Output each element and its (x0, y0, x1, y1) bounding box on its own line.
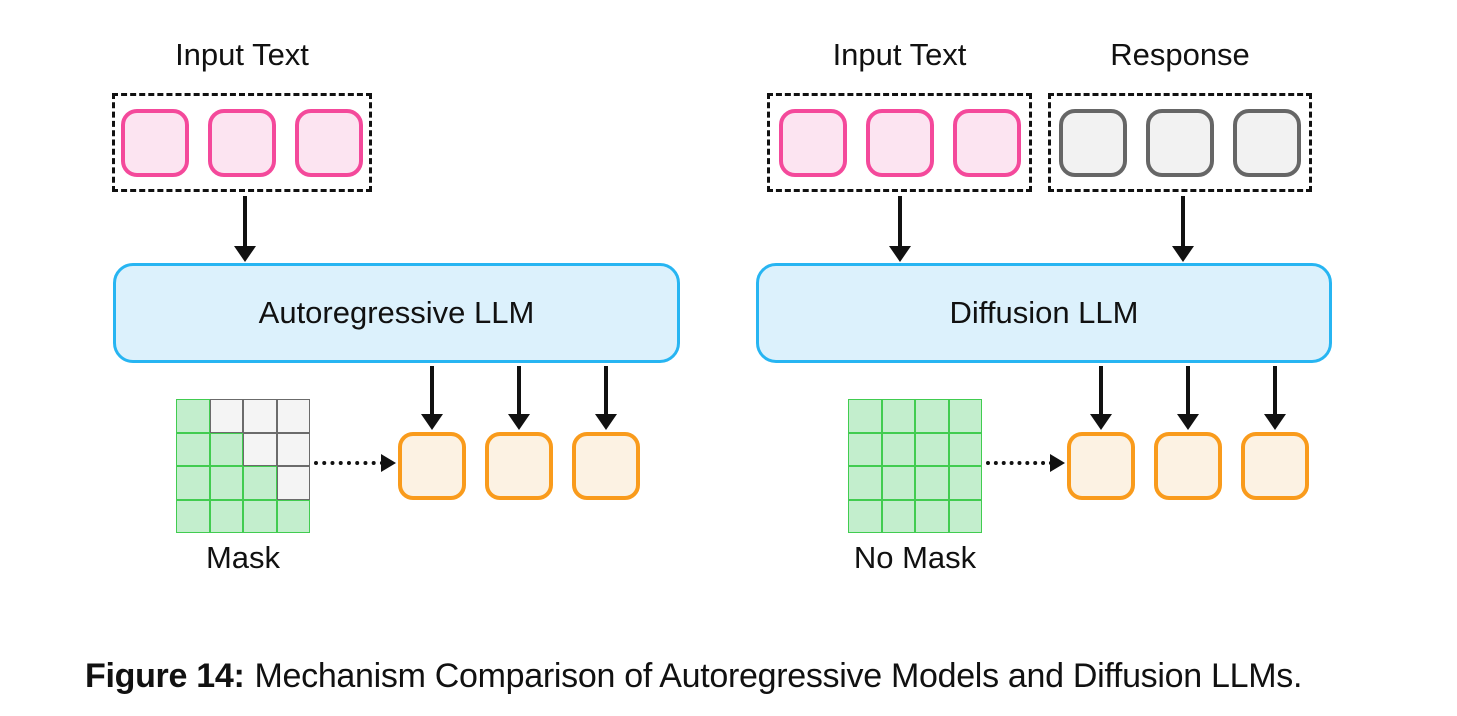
output-token (398, 432, 466, 500)
arrow-right-input-to-model (889, 196, 911, 262)
arrow-head-icon (1090, 414, 1112, 430)
arrow-shaft (243, 196, 247, 249)
figure-caption-number: Figure 14: (85, 657, 245, 695)
arrow-head-icon (1264, 414, 1286, 430)
mask-cell-attend (915, 432, 949, 466)
response-token (1146, 108, 1214, 177)
dotted-arrow-shaft (986, 461, 1053, 465)
output-token (1154, 432, 1222, 500)
left-output-token-row (398, 432, 640, 500)
arrow-right-model-to-output-2 (1177, 366, 1199, 430)
input-token (865, 108, 934, 177)
autoregressive-llm-label: Autoregressive LLM (258, 295, 535, 330)
response-token (1059, 108, 1127, 177)
mask-cell-attend (209, 466, 243, 500)
mask-cell-attend (881, 432, 915, 466)
mask-cell-attend (176, 499, 210, 533)
arrow-left-model-to-output-3 (595, 366, 617, 430)
arrow-right-model-to-output-3 (1264, 366, 1286, 430)
mask-cell-masked (276, 466, 310, 500)
arrow-head-icon (1177, 414, 1199, 430)
mask-cell-masked (209, 399, 243, 433)
mask-cell-masked (276, 399, 310, 433)
arrow-left-model-to-output-2 (508, 366, 530, 430)
mask-cell-attend (848, 499, 882, 533)
causal-mask-grid (176, 399, 310, 533)
left-input-text-label: Input Text (175, 37, 309, 72)
mask-cell-attend (243, 466, 277, 500)
arrow-shaft (1273, 366, 1277, 417)
right-input-text-label: Input Text (832, 37, 967, 72)
arrow-right-response-to-model (1172, 196, 1194, 262)
arrow-head-icon (1050, 454, 1065, 472)
figure-caption-text: Mechanism Comparison of Autoregressive M… (254, 657, 1303, 695)
mask-cell-attend (209, 432, 243, 466)
input-token (208, 108, 276, 177)
arrow-shaft (1099, 366, 1103, 417)
right-output-token-row (1067, 432, 1309, 500)
mask-cell-masked (243, 432, 277, 466)
mask-cell-attend (881, 399, 915, 433)
arrow-head-icon (595, 414, 617, 430)
mask-cell-masked (276, 432, 310, 466)
mask-cell-masked (243, 399, 277, 433)
input-token (121, 108, 189, 177)
no-mask-label: No Mask (853, 540, 977, 575)
input-token (778, 108, 847, 177)
arrow-shaft (898, 196, 902, 249)
arrow-left-input-to-model (234, 196, 256, 262)
diffusion-llm-label: Diffusion LLM (949, 295, 1139, 330)
mask-cell-attend (176, 432, 210, 466)
arrow-head-icon (508, 414, 530, 430)
arrow-right-model-to-output-1 (1090, 366, 1112, 430)
mask-cell-attend (848, 399, 882, 433)
arrow-shaft (430, 366, 434, 417)
mask-cell-attend (209, 499, 243, 533)
dotted-arrow-right-mask-to-output (986, 454, 1065, 472)
mask-cell-attend (243, 499, 277, 533)
mask-cell-attend (176, 466, 210, 500)
no-mask-grid (848, 399, 982, 533)
output-token (1241, 432, 1309, 500)
figure-caption: Figure 14:Mechanism Comparison of Autore… (85, 655, 1302, 697)
arrow-shaft (1181, 196, 1185, 249)
mask-cell-attend (948, 499, 982, 533)
mask-cell-attend (881, 499, 915, 533)
mask-cell-attend (915, 466, 949, 500)
output-token (485, 432, 553, 500)
mask-cell-attend (848, 466, 882, 500)
mask-cell-attend (915, 399, 949, 433)
arrow-shaft (517, 366, 521, 417)
output-token (1067, 432, 1135, 500)
arrow-head-icon (234, 246, 256, 262)
arrow-head-icon (381, 454, 396, 472)
input-token (952, 108, 1021, 177)
mask-cell-attend (915, 499, 949, 533)
dotted-arrow-left-mask-to-output (314, 454, 396, 472)
mask-cell-attend (881, 466, 915, 500)
mask-cell-attend (848, 432, 882, 466)
mask-cell-attend (948, 399, 982, 433)
mask-label: Mask (205, 540, 281, 575)
autoregressive-llm-box: Autoregressive LLM (113, 263, 680, 363)
dotted-arrow-shaft (314, 461, 384, 465)
mask-cell-attend (276, 499, 310, 533)
right-response-label: Response (1110, 37, 1250, 72)
mask-cell-attend (948, 466, 982, 500)
diffusion-llm-box: Diffusion LLM (756, 263, 1332, 363)
arrow-shaft (1186, 366, 1190, 417)
left-input-token-group (112, 93, 372, 192)
right-input-token-group (767, 93, 1032, 192)
mask-cell-attend (176, 399, 210, 433)
arrow-head-icon (1172, 246, 1194, 262)
arrow-left-model-to-output-1 (421, 366, 443, 430)
arrow-shaft (604, 366, 608, 417)
mask-cell-attend (948, 432, 982, 466)
arrow-head-icon (421, 414, 443, 430)
response-token (1233, 108, 1301, 177)
input-token (295, 108, 363, 177)
arrow-head-icon (889, 246, 911, 262)
output-token (572, 432, 640, 500)
right-response-token-group (1048, 93, 1312, 192)
